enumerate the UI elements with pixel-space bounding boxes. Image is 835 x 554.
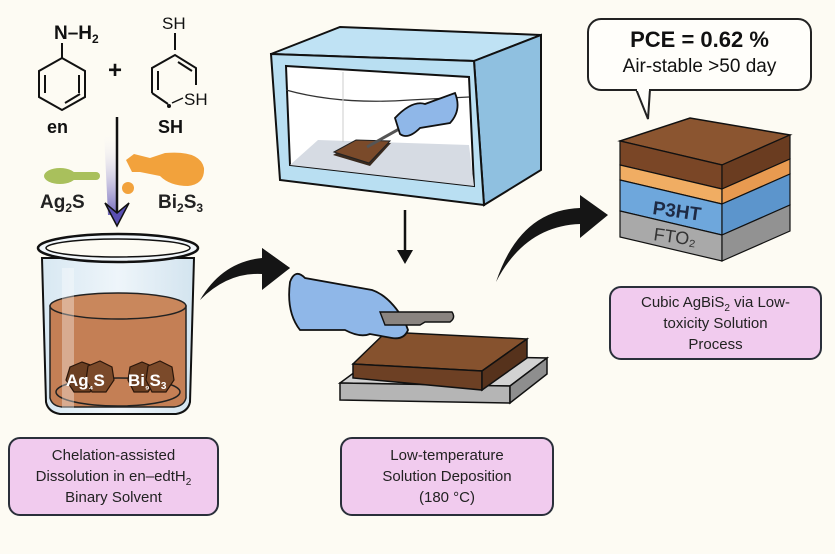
thiol-top-label: SH (162, 14, 186, 33)
pce-callout: PCE = 0.62 % Air-stable >50 day (587, 18, 812, 91)
stability-text: Air-stable >50 day (622, 56, 777, 77)
deposited-film (351, 331, 530, 392)
step-3-line-2: toxicity Solution (663, 314, 768, 332)
gloved-hand (288, 272, 455, 340)
step-1-line-1: Chelation-assisted (51, 447, 176, 464)
step-3-line-3: Process (688, 335, 743, 353)
step-1-label: Chelation-assisted Dissolution in en–edt… (8, 437, 219, 516)
ag2s-label: Ag2S (40, 192, 85, 215)
plus-sign: + (108, 57, 122, 84)
bi2s3-label: Bi2S3 (158, 192, 203, 215)
step-3-line-1: Cubic AgBiS2 via Low- (641, 293, 790, 314)
curved-arrow-2 (496, 195, 608, 282)
step-1-line-2: Dissolution in en–edtH2 (35, 468, 192, 488)
step-3-label: Cubic AgBiS2 via Low- toxicity Solution … (609, 286, 822, 360)
step-2-line-3: (180 °C) (418, 489, 475, 506)
step-2-line-1: Low-temperature (390, 447, 504, 464)
step-1-line-3: Binary Solvent (65, 489, 162, 506)
callout-tail-mask (637, 87, 649, 91)
down-arrow (397, 210, 413, 264)
en-label: en (47, 117, 68, 137)
sh-label: SH (158, 117, 183, 137)
bi-s-crystal: Bi₉S3 (127, 360, 175, 393)
en-molecule: N–H2 en (38, 23, 99, 137)
pce-value: PCE = 0.62 % (630, 27, 769, 52)
ag-s-crystal-label: Ag₄S (66, 371, 105, 392)
step-2-label: Low-temperature Solution Deposition (180… (340, 437, 554, 516)
ag2s-precursor: Ag2S (40, 168, 100, 215)
thiol-molecule: SH SH SH (151, 14, 208, 137)
ag-s-crystal: Ag₄S (65, 360, 115, 393)
callout-tail (635, 88, 651, 120)
bi2s3-precursor: Bi2S3 (122, 152, 205, 215)
glovebox (269, 25, 542, 207)
dissolution-arrow (104, 117, 130, 228)
amine-label: N–H2 (54, 23, 99, 46)
thiol-side-label: SH (184, 90, 208, 109)
device-stack: P3HT FTO₂ (617, 117, 793, 262)
step-2-line-2: Solution Deposition (382, 468, 512, 485)
beaker: Ag₄S Bi₉S3 (36, 232, 200, 415)
bi-s-crystal-label: Bi₉S3 (128, 371, 167, 392)
entry-arrowhead (262, 248, 290, 288)
